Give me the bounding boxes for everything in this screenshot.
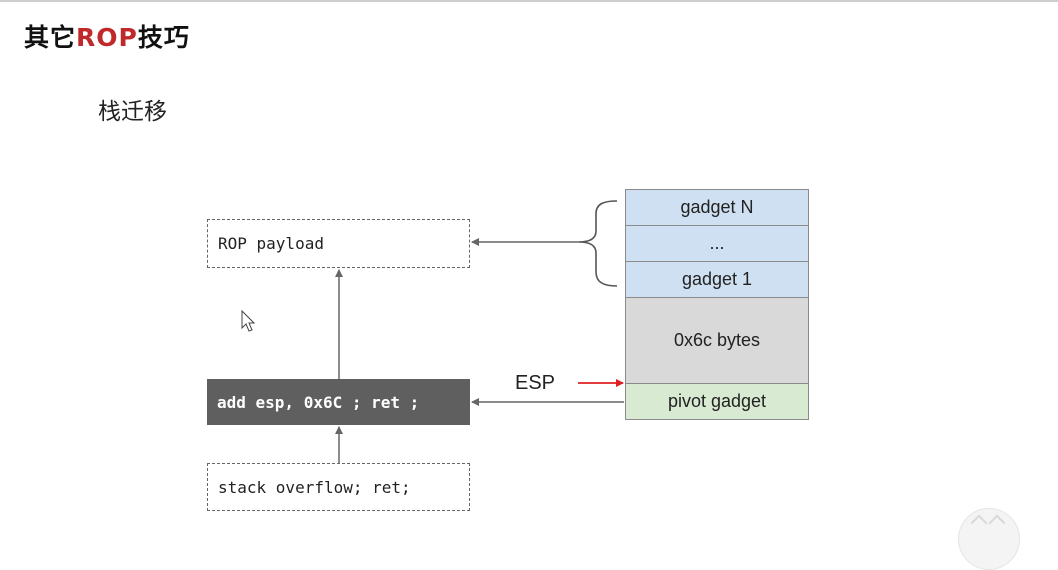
subtitle: 栈迁移: [98, 99, 167, 125]
stack-cell-gadget-n: gadget N: [625, 189, 809, 226]
title-suffix: 技巧: [137, 23, 190, 52]
mouse-pointer-icon: [241, 309, 256, 332]
stack-cell-pivot-gadget: pivot gadget: [625, 383, 809, 420]
slide-title: 其它ROP技巧: [24, 18, 190, 54]
gadget-brace: [578, 200, 618, 287]
stack-overflow-box: stack overflow; ret;: [207, 463, 470, 511]
ear-left-shape: [970, 514, 988, 532]
top-rule: [0, 0, 1058, 2]
add-esp-box: add esp, 0x6C ; ret ;: [207, 379, 470, 425]
rop-payload-box: ROP payload: [207, 219, 470, 268]
title-accent: ROP: [76, 23, 138, 52]
stack-layout: gadget N ... gadget 1 0x6c bytes pivot g…: [625, 189, 809, 420]
ear-right-shape: [988, 514, 1006, 532]
stack-cell-bytes: 0x6c bytes: [625, 297, 809, 384]
title-prefix: 其它: [24, 23, 77, 52]
esp-label: ESP: [515, 372, 556, 394]
diagram-connectors: [241, 200, 624, 463]
floating-assistant-icon[interactable]: [958, 508, 1020, 570]
